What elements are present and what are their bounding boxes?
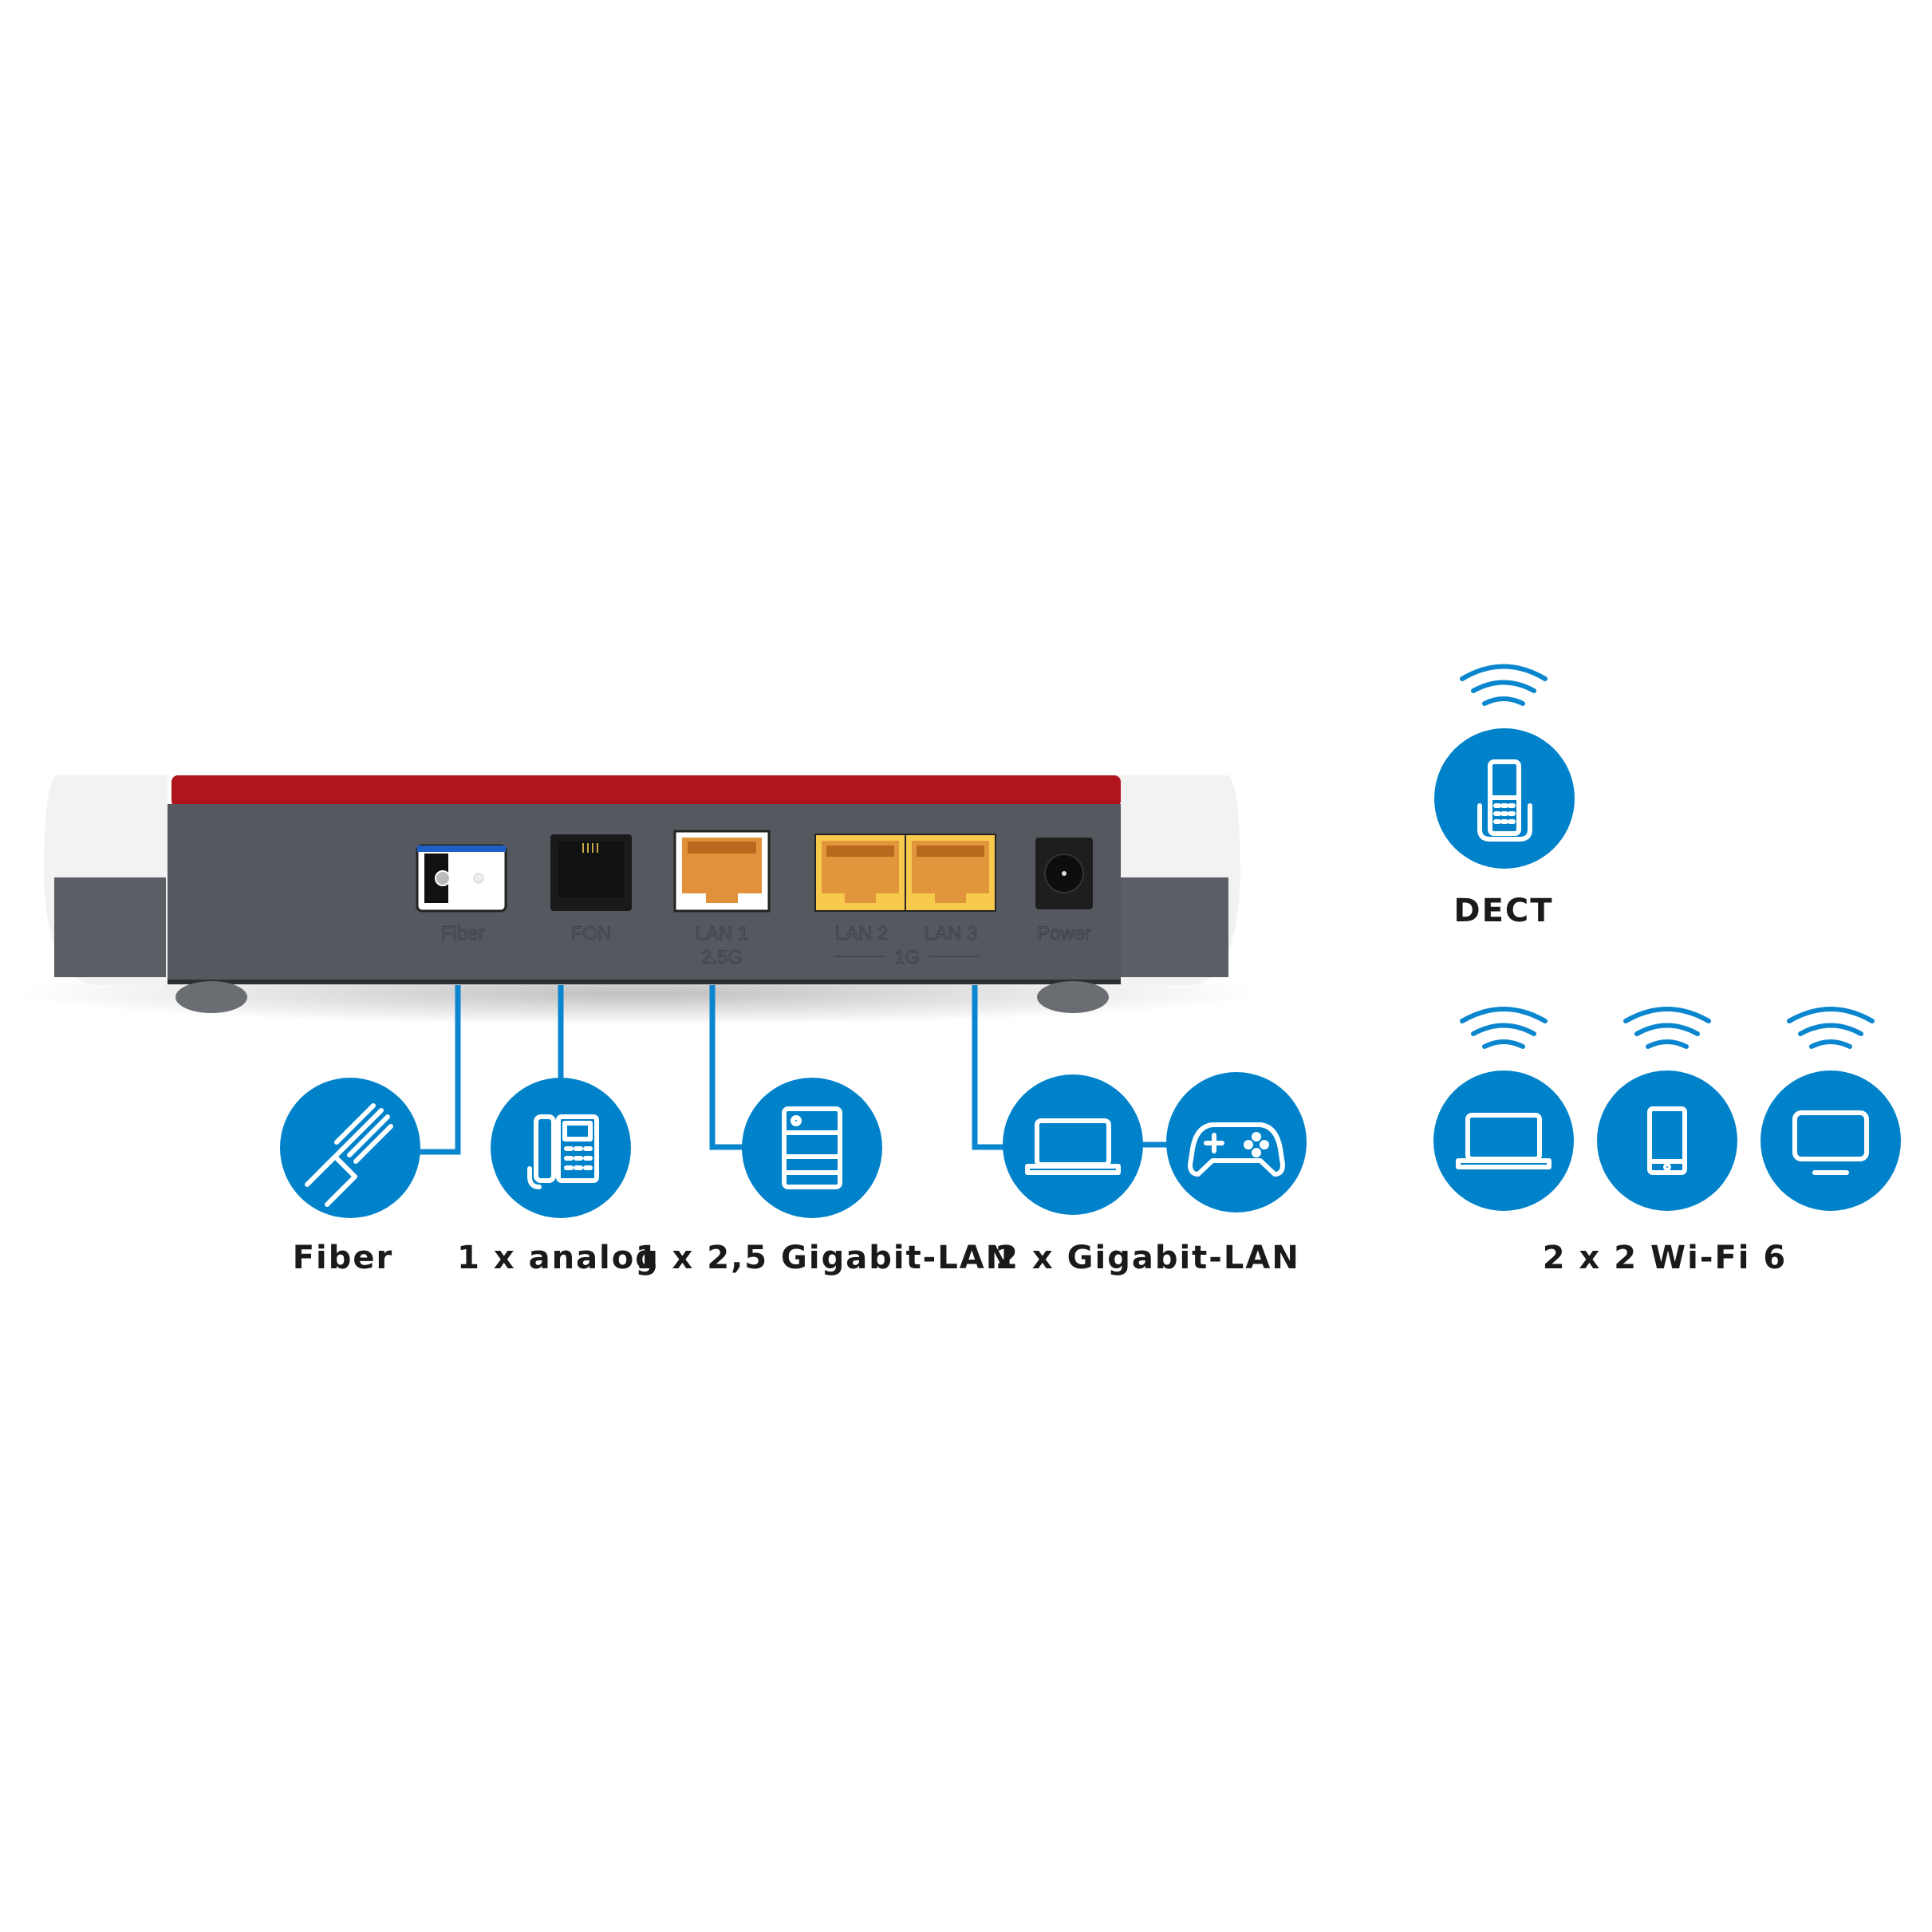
gigabit-label: 2 x Gigabit-LAN — [996, 1240, 1300, 1276]
gigabit-gamepad-circle — [1166, 1072, 1307, 1212]
wifi-feature: 2 x 2 Wi-Fi 6 — [1433, 1007, 1901, 1276]
wifi-laptop-circle — [1433, 1070, 1574, 1211]
fiber-port[interactable] — [416, 844, 507, 913]
gamepad-icon — [1188, 1122, 1285, 1177]
fiber-circle — [280, 1078, 420, 1218]
analog-label: 1 x analog — [457, 1240, 660, 1276]
gigabit-laptop-circle — [1003, 1074, 1143, 1215]
cordless-phone-icon — [1477, 759, 1532, 842]
fon-port[interactable] — [550, 834, 632, 911]
tablet-icon — [1647, 1106, 1687, 1175]
fiber-cable-icon — [305, 1103, 393, 1207]
power-port[interactable] — [1035, 838, 1093, 909]
lan2-port[interactable] — [814, 834, 906, 912]
port-label-lan2: LAN 2 — [835, 923, 889, 944]
router-foot — [1037, 981, 1109, 1013]
wireless-waves-icon — [1460, 664, 1548, 706]
left-end-cap-base — [54, 877, 166, 977]
laptop-icon — [1025, 1118, 1121, 1175]
dect-feature: DECT — [1434, 664, 1575, 929]
server-icon — [782, 1106, 842, 1189]
right-end-cap-base — [1117, 877, 1228, 977]
wifi-tv-circle — [1760, 1070, 1901, 1211]
wifi-label: 2 x 2 Wi-Fi 6 — [1543, 1240, 1787, 1276]
lan25-feature: 1 x 2,5 Gigabit-LAN — [636, 1078, 1014, 1276]
lan25-label: 1 x 2,5 Gigabit-LAN — [636, 1240, 1014, 1276]
port-label-lan3: LAN 3 — [925, 923, 978, 944]
router: Fiber FON LAN 1 2.5G LAN 2 LAN 3 Power 1… — [16, 775, 1260, 1025]
wifi-tablet-circle — [1597, 1070, 1737, 1211]
lan3-port[interactable] — [905, 834, 996, 912]
port-label-fiber: Fiber — [441, 923, 485, 944]
port-label-fon: FON — [571, 923, 612, 944]
lan25-circle — [742, 1078, 882, 1218]
fiber-feature: Fiber — [280, 1078, 420, 1276]
router-foot — [175, 981, 247, 1013]
wireless-waves-icon — [1460, 1007, 1875, 1049]
dect-label: DECT — [1453, 893, 1553, 929]
port-group-label-1g: 1G — [894, 947, 920, 968]
port-label-lan1: LAN 1 — [696, 923, 749, 944]
analog-feature: 1 x analog — [457, 1078, 660, 1276]
port-label-power: Power — [1037, 923, 1091, 944]
port-label-lan1-speed: 2.5G — [701, 947, 743, 968]
desk-phone-icon — [527, 1114, 599, 1189]
lan1-port[interactable] — [673, 830, 771, 913]
router-red-top — [172, 775, 1121, 807]
connector-lines — [415, 985, 1169, 1155]
tv-icon — [1792, 1110, 1869, 1175]
laptop-icon — [1456, 1113, 1552, 1169]
gigabit-feature: 2 x Gigabit-LAN — [996, 1072, 1307, 1276]
fiber-label: Fiber — [293, 1240, 394, 1276]
